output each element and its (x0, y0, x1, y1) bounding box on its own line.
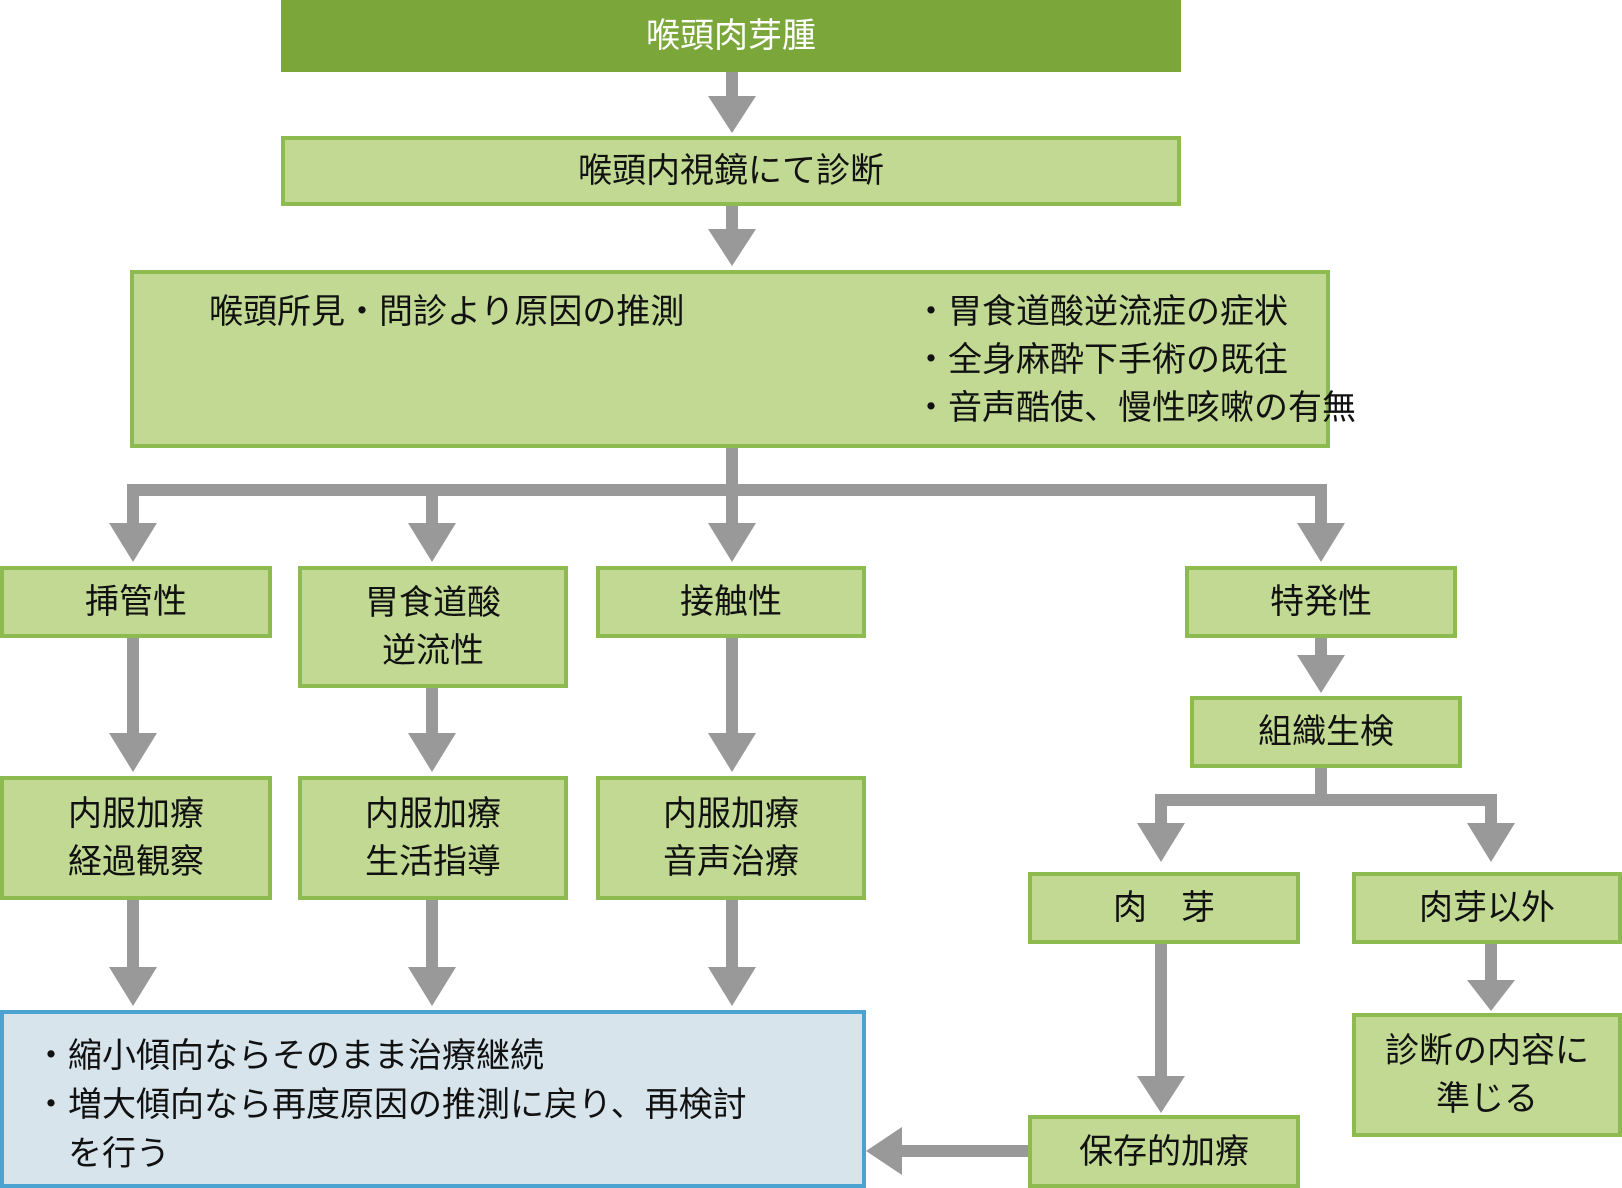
tx-contact-node: 内服加療 音声治療 (596, 776, 866, 900)
connector-line (726, 898, 738, 968)
arrow-head (1297, 655, 1345, 693)
connector-line (127, 484, 139, 524)
idiopathic-text: 特発性 (1270, 582, 1372, 622)
conservative-text: 保存的加療 (1079, 1131, 1249, 1172)
connector-line (726, 205, 738, 230)
connector-line (127, 898, 139, 968)
arrow-head (408, 523, 456, 562)
arrow-head (866, 1127, 902, 1175)
granulation-node: 肉 芽 (1028, 872, 1300, 944)
arrow-head (708, 96, 756, 133)
title-node: 喉頭肉芽腫 (281, 0, 1181, 72)
tx-text: 音声治療 (663, 842, 799, 882)
tx-text: 経過観察 (68, 842, 204, 882)
connector-line (726, 72, 738, 97)
arrow-head (708, 523, 756, 562)
cause-item: ・胃食道酸逆流症の症状 (914, 292, 1288, 332)
connector-line (1315, 484, 1327, 524)
arrow-head (1467, 980, 1515, 1011)
conservative-node: 保存的加療 (1028, 1115, 1300, 1188)
outcome-item: を行う (34, 1134, 170, 1174)
gerd-text: 逆流性 (382, 631, 484, 671)
tx-intubation-node: 内服加療 経過観察 (0, 776, 272, 900)
connector-line (726, 445, 738, 490)
diagnosis-node: 喉頭内視鏡にて診断 (281, 136, 1181, 206)
tx-text: 生活指導 (365, 842, 501, 882)
gerd-text: 胃食道酸 (365, 583, 501, 623)
cause-label: 喉頭所見・問診より原因の推測 (209, 292, 685, 332)
connector-line (1485, 942, 1497, 982)
connector-line (726, 637, 738, 737)
biopsy-text: 組織生検 (1258, 712, 1394, 752)
title-text: 喉頭肉芽腫 (646, 16, 816, 56)
idiopathic-node: 特発性 (1185, 566, 1457, 638)
contact-text: 接触性 (680, 582, 782, 622)
non-granulation-text: 肉芽以外 (1419, 888, 1555, 928)
arrow-head (408, 967, 456, 1006)
connector-line (1485, 794, 1497, 824)
arrow-head (109, 967, 157, 1006)
outcome-node: ・縮小傾向ならそのまま治療継続 ・増大傾向なら再度原因の推測に戻り、再検討 を行… (0, 1010, 866, 1188)
non-granulation-node: 肉芽以外 (1352, 872, 1622, 944)
arrow-head (408, 733, 456, 772)
cause-node: 喉頭所見・問診より原因の推測 ・胃食道酸逆流症の症状 ・全身麻酔下手術の既往 ・… (130, 270, 1356, 448)
gerd-node: 胃食道酸 逆流性 (298, 566, 568, 688)
connector-line (426, 484, 438, 524)
contact-node: 接触性 (596, 566, 866, 638)
arrow-head (109, 523, 157, 562)
follow-diagnosis-node: 診断の内容に 準じる (1352, 1013, 1622, 1137)
tx-gerd-node: 内服加療 生活指導 (298, 776, 568, 900)
cause-item: ・全身麻酔下手術の既往 (914, 340, 1288, 380)
arrow-head (1467, 823, 1515, 862)
arrow-head (708, 733, 756, 772)
connector-line (426, 898, 438, 968)
tx-text: 内服加療 (365, 794, 501, 834)
biopsy-node: 組織生検 (1190, 696, 1462, 768)
arrow-head (1137, 823, 1185, 862)
outcome-item: ・縮小傾向ならそのまま治療継続 (34, 1036, 544, 1076)
diagnosis-text: 喉頭内視鏡にて診断 (578, 151, 884, 191)
follow-text: 診断の内容に (1385, 1031, 1589, 1071)
arrow-head (708, 967, 756, 1006)
arrow-head (1137, 1076, 1185, 1113)
connector-line (1155, 942, 1167, 1077)
connector-line (1155, 794, 1497, 806)
intubation-node: 挿管性 (0, 566, 272, 638)
outcome-item: ・増大傾向なら再度原因の推測に戻り、再検討 (34, 1085, 747, 1125)
connector-line (1155, 794, 1167, 824)
connector-line (127, 637, 139, 737)
intubation-text: 挿管性 (85, 582, 187, 622)
cause-items: ・胃食道酸逆流症の症状 ・全身麻酔下手術の既往 ・音声酷使、慢性咳嗽の有無 (914, 288, 1356, 432)
connector-line (900, 1145, 1030, 1157)
granulation-text: 肉 芽 (1113, 888, 1215, 928)
connector-line (426, 687, 438, 737)
arrow-head (708, 229, 756, 266)
arrow-head (109, 733, 157, 772)
tx-text: 内服加療 (68, 794, 204, 834)
follow-text: 準じる (1436, 1079, 1538, 1119)
connector-line (1315, 766, 1327, 800)
cause-item: ・音声酷使、慢性咳嗽の有無 (914, 388, 1356, 428)
connector-line (726, 484, 738, 524)
tx-text: 内服加療 (663, 794, 799, 834)
arrow-head (1297, 523, 1345, 562)
connector-line (1315, 637, 1327, 657)
